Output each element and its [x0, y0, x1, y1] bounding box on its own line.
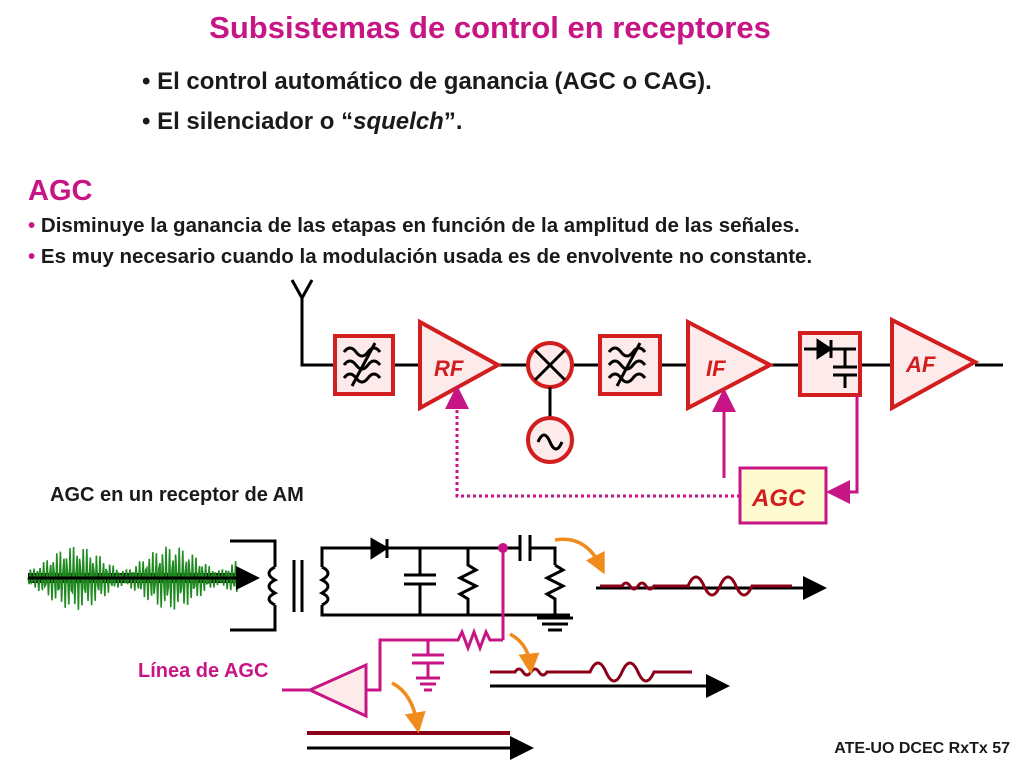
diode-icon — [804, 338, 857, 388]
flow-arrow-icon — [391, 537, 605, 734]
agc-bullet-2: • Es muy necesario cuando la modulación … — [28, 245, 812, 269]
sine-icon — [536, 433, 564, 451]
output-audio-signal — [596, 575, 827, 600]
coupling-capacitor-icon — [503, 535, 557, 565]
bullet-text: El control automático de ganancia (AGC o… — [157, 68, 712, 95]
bullet-text-start: El silenciador o “ — [157, 108, 354, 135]
antenna-icon — [290, 279, 335, 367]
af-amplifier-block: AF — [890, 316, 980, 412]
detector-block — [798, 331, 862, 397]
local-oscillator-block — [526, 416, 574, 464]
agc-control-level — [307, 731, 534, 760]
if-label: IF — [706, 356, 726, 381]
agc-heading: AGC — [28, 175, 93, 207]
caption-am-receiver: AGC en un receptor de AM — [50, 484, 304, 506]
page-title: Subsistemas de control en receptores — [209, 10, 771, 45]
filter-icon — [342, 342, 382, 387]
load-resistor-icon — [456, 548, 480, 615]
bullet-text: Disminuye la ganancia de las etapas en f… — [40, 214, 800, 237]
agc-block-label: AGC — [751, 485, 806, 512]
bullet-squelch: • El silenciador o “squelch”. — [142, 108, 463, 136]
dc-level-signal — [490, 661, 730, 698]
volume-resistor-icon — [537, 563, 573, 632]
bullet-text-end: ”. — [443, 108, 463, 135]
rf-filter-block — [333, 334, 395, 396]
agc-block: AGC — [738, 466, 828, 525]
mixer-icon — [533, 348, 567, 382]
if-filter-block — [598, 334, 662, 396]
am-input-signal — [27, 546, 260, 610]
rf-amplifier-block: RF — [418, 318, 503, 412]
bullet-agc-control: • El control automático de ganancia (AGC… — [142, 68, 712, 96]
agc-feedback-lines — [445, 385, 859, 504]
rf-label: RF — [434, 356, 464, 381]
detector-diode-icon — [370, 537, 512, 560]
agc-amplifier-icon — [282, 662, 368, 719]
if-transformer-icon — [230, 539, 570, 632]
agc-bullet-1: • Disminuye la ganancia de las etapas en… — [28, 214, 800, 238]
af-label: AF — [905, 352, 936, 377]
agc-line-circuit — [366, 543, 508, 692]
caption-agc-line: Línea de AGC — [138, 660, 269, 682]
bullet-glyph: • — [28, 245, 36, 268]
bullet-glyph: • — [142, 108, 151, 135]
slide-footer: ATE-UO DCEC RxTx 57 — [834, 740, 1010, 757]
bullet-glyph: • — [142, 68, 151, 95]
if-amplifier-block: IF — [686, 318, 775, 412]
filter-icon — [607, 342, 647, 387]
bullet-glyph: • — [28, 214, 36, 237]
mixer-block — [526, 341, 574, 389]
bullet-text-italic: squelch — [353, 108, 444, 135]
filter-capacitor-icon — [404, 548, 436, 615]
agc-capacitor-icon — [412, 640, 444, 692]
bullet-text: Es muy necesario cuando la modulación us… — [40, 245, 813, 268]
